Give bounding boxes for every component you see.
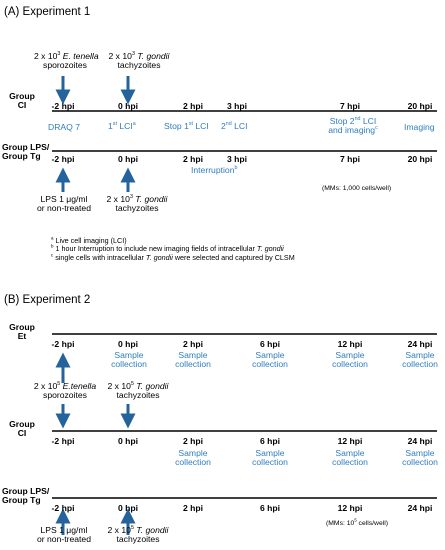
exp2-mms: (MMs: 105 cells/well)	[326, 517, 389, 527]
exp1-stop-lci2: Stop 2nd LCI and imagingc	[328, 116, 378, 136]
exp2-tg-bottom: 2 x 105 T. gondii tachyzoites	[107, 525, 169, 545]
exp1-tick-20: 20 hpi	[407, 101, 433, 111]
exp1-mms: (MMs: 1,000 cells/well)	[322, 185, 392, 192]
exp2-lps-tick-0: 0 hpi	[117, 503, 139, 513]
exp1-group-lps-label: Group LPS/Group Tg	[2, 142, 50, 162]
exp1-footnotes: a Live cell imaging (LCI) b 1 hour Inter…	[51, 235, 295, 262]
exp1-draq7: DRAQ 7	[48, 122, 80, 132]
exp2-et-inoculum: 2 x 105 E.tenella sporozoites	[33, 381, 97, 401]
exp2-lps-tick-m2: -2 hpi	[51, 503, 75, 513]
exp2-et-tick-12: 12 hpi	[337, 339, 363, 349]
exp1-stop-lci1: Stop 1st LCI	[164, 121, 209, 131]
exp2-et-tick-0: 0 hpi	[117, 339, 139, 349]
exp1-tick-2: 2 hpi	[182, 101, 204, 111]
exp2-lps-tick-12: 12 hpi	[337, 503, 363, 513]
exp2-ci-tick-24: 24 hpi	[407, 436, 433, 446]
exp2-lps-tick-24: 24 hpi	[407, 503, 433, 513]
exp1-et-inoculum: 2 x 103 E. tenella sporozoites	[34, 51, 99, 71]
exp2-lps-tick-6: 6 hpi	[259, 503, 281, 513]
exp2-et-tick-6: 6 hpi	[259, 339, 281, 349]
exp2-ci-tick-0: 0 hpi	[117, 436, 139, 446]
exp2-ci-tick-m2: -2 hpi	[51, 436, 75, 446]
exp1-interruption: Interruptionb	[191, 165, 238, 175]
exp1-tg-bottom: 2 x 103 T. gondii tachyzoites	[106, 194, 168, 214]
exp1-tick2-20: 20 hpi	[407, 154, 433, 164]
exp1-tg-inoculum: 2 x 103 T. gondii tachyzoites	[108, 51, 170, 71]
exp2-ci-tick-6: 6 hpi	[259, 436, 281, 446]
exp2-group-lps-label: Group LPS/Group Tg	[2, 486, 50, 506]
exp1-tick-3: 3 hpi	[226, 101, 248, 111]
exp1-imaging: Imaging	[404, 122, 435, 132]
exp2-lps-tick-2: 2 hpi	[182, 503, 204, 513]
exp2-title: (B) Experiment 2	[4, 294, 91, 306]
exp2-ci-tick-12: 12 hpi	[337, 436, 363, 446]
exp1-tick2-7: 7 hpi	[339, 154, 361, 164]
exp2-et-tick-m2: -2 hpi	[51, 339, 75, 349]
exp1-tick2-0: 0 hpi	[117, 154, 139, 164]
exp1-tick2-2: 2 hpi	[182, 154, 204, 164]
exp1-tick-7: 7 hpi	[339, 101, 361, 111]
exp2-tg-inoculum: 2 x 105 T. gondii tachyzoites	[107, 381, 169, 401]
exp2-et-tick-24: 24 hpi	[407, 339, 433, 349]
exp1-tick-m2: -2 hpi	[51, 101, 75, 111]
exp1-title: (A) Experiment 1	[4, 6, 91, 18]
exp1-tick2-m2: -2 hpi	[51, 154, 75, 164]
exp2-et-tick-2: 2 hpi	[182, 339, 204, 349]
exp1-tick2-3: 3 hpi	[226, 154, 248, 164]
exp1-tick-0: 0 hpi	[117, 101, 139, 111]
exp1-lci1: 1st LCIa	[108, 121, 136, 131]
exp1-lci2: 2nd LCI	[221, 121, 248, 131]
exp2-ci-tick-2: 2 hpi	[182, 436, 204, 446]
